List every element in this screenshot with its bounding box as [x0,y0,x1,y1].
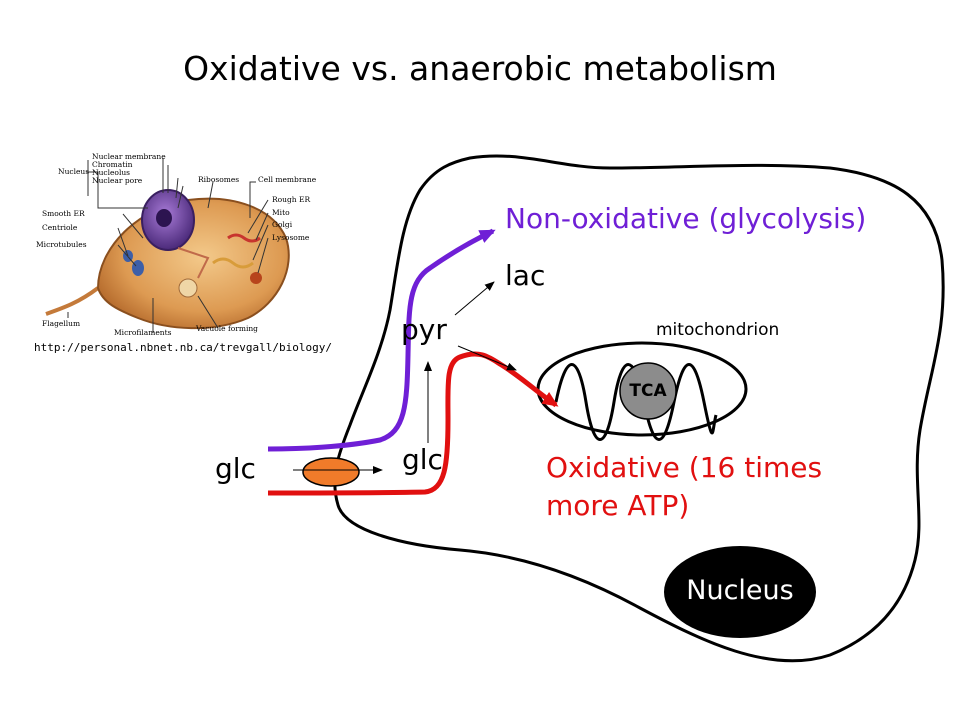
cell-label-nucleus: Nucleus [58,167,89,176]
lac-label: lac [505,259,546,292]
cell-label-microtubules: Microtubules [36,240,87,249]
tca-label: TCA [629,381,667,401]
oxidative-label-line1: Oxidative (16 times [546,451,823,484]
cell-image-labels: Nucleus Nuclear membrane Chromatin Nucle… [36,152,317,337]
slide-title: Oxidative vs. anaerobic metabolism [183,49,777,88]
glc-outside-label: glc [215,452,256,485]
cell-label-nucleolus: Nucleolus [92,168,130,177]
pyr-to-lac-arrow [454,281,495,316]
cell-label-nuclear-pore: Nuclear pore [92,176,143,185]
nucleus-shape [664,546,816,638]
glucose-transporter [302,457,360,487]
animal-cell-illustration: Nucleus Nuclear membrane Chromatin Nucle… [36,152,317,337]
tca-circle [619,362,677,420]
cell-label-golgi: Golgi [272,220,293,229]
golgi-shape [212,257,254,269]
cell-label-centriole: Centriole [42,223,78,232]
cell-membrane-outline [333,154,945,663]
cell-label-lysosome: Lysosome [272,233,310,242]
non-oxidative-label: Non-oxidative (glycolysis) [505,202,867,235]
cell-label-rough-er: Rough ER [272,195,310,204]
cell-label-vacuole-forming: Vacuole forming [195,324,258,333]
nucleolus-shape [156,209,172,227]
er-shape [177,247,210,279]
mitochondrion-label: mitochondrion [656,320,780,340]
oxidative-arrow [267,351,559,496]
cell-label-flagellum: Flagellum [42,319,80,328]
cell-label-nuclear-membrane: Nuclear membrane [92,152,166,161]
oxidative-label-line2: more ATP) [546,489,690,522]
cell-label-mito: Mito [272,208,290,217]
cell-label-smooth-er: Smooth ER [42,209,85,218]
pyr-to-mito-arrow [457,345,517,371]
leader-lines [67,158,269,333]
glc-inside-label: glc [402,443,443,476]
flagellum-shape [45,286,100,316]
pyr-label: pyr [401,313,447,346]
source-url: http://personal.nbnet.nb.ca/trevgall/bio… [34,341,333,354]
cell-label-chromatin: Chromatin [92,160,133,169]
mito-shape [227,233,261,243]
vacuole-shape [178,278,198,298]
glycolysis-arrow [267,228,496,452]
cell-label-cell-membrane: Cell membrane [258,175,317,184]
nucleus-label: Nucleus [686,575,794,606]
cell-label-microfilaments: Microfilaments [114,328,172,337]
cell-label-ribosomes: Ribosomes [198,175,239,184]
centriole-shape [132,260,144,276]
lysosome-shape [250,272,262,284]
